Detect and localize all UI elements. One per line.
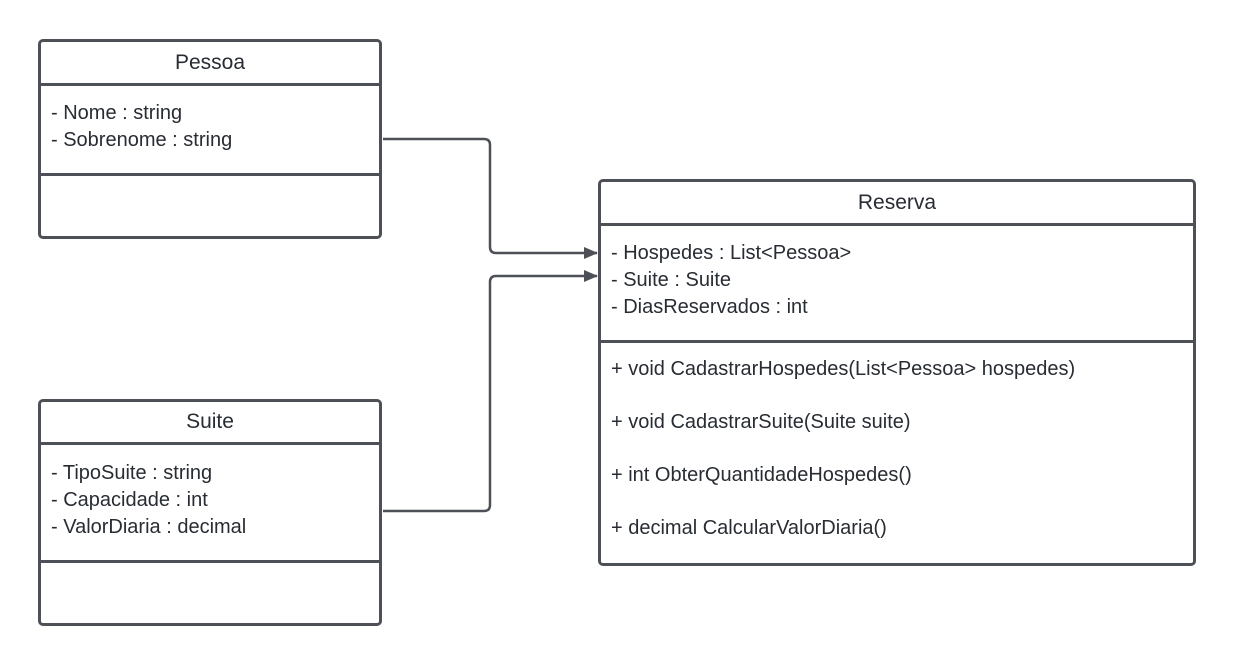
- attribute: - Suite : Suite: [611, 269, 732, 291]
- method: + int ObterQuantidadeHospedes(): [611, 464, 912, 486]
- class-name: Reserva: [601, 182, 1193, 226]
- attribute: - DiasReservados : int: [611, 296, 808, 318]
- method: + decimal CalcularValorDiaria(): [611, 517, 887, 539]
- attributes-section: - TipoSuite : string - Capacidade : int …: [41, 445, 379, 563]
- attributes-section: - Nome : string - Sobrenome : string: [41, 86, 379, 176]
- attribute: - Sobrenome : string: [51, 129, 233, 151]
- class-reserva[interactable]: Reserva - Hospedes : List<Pessoa> - Suit…: [598, 179, 1196, 566]
- method: + void CadastrarHospedes(List<Pessoa> ho…: [611, 358, 1076, 380]
- connector-suite-reserva: [383, 270, 598, 513]
- class-name: Pessoa: [41, 42, 379, 86]
- attribute: - ValorDiaria : decimal: [51, 516, 247, 538]
- class-name: Suite: [41, 402, 379, 445]
- connector-pessoa-reserva: [383, 137, 598, 259]
- methods-section: + void CadastrarHospedes(List<Pessoa> ho…: [601, 343, 1193, 542]
- class-pessoa[interactable]: Pessoa - Nome : string - Sobrenome : str…: [38, 39, 382, 239]
- method: + void CadastrarSuite(Suite suite): [611, 411, 911, 433]
- attribute: - Nome : string: [51, 102, 183, 124]
- attribute: - Hospedes : List<Pessoa>: [611, 242, 852, 264]
- class-suite[interactable]: Suite - TipoSuite : string - Capacidade …: [38, 399, 382, 626]
- attribute: - TipoSuite : string: [51, 462, 213, 484]
- attributes-section: - Hospedes : List<Pessoa> - Suite : Suit…: [601, 226, 1193, 343]
- attribute: - Capacidade : int: [51, 489, 208, 511]
